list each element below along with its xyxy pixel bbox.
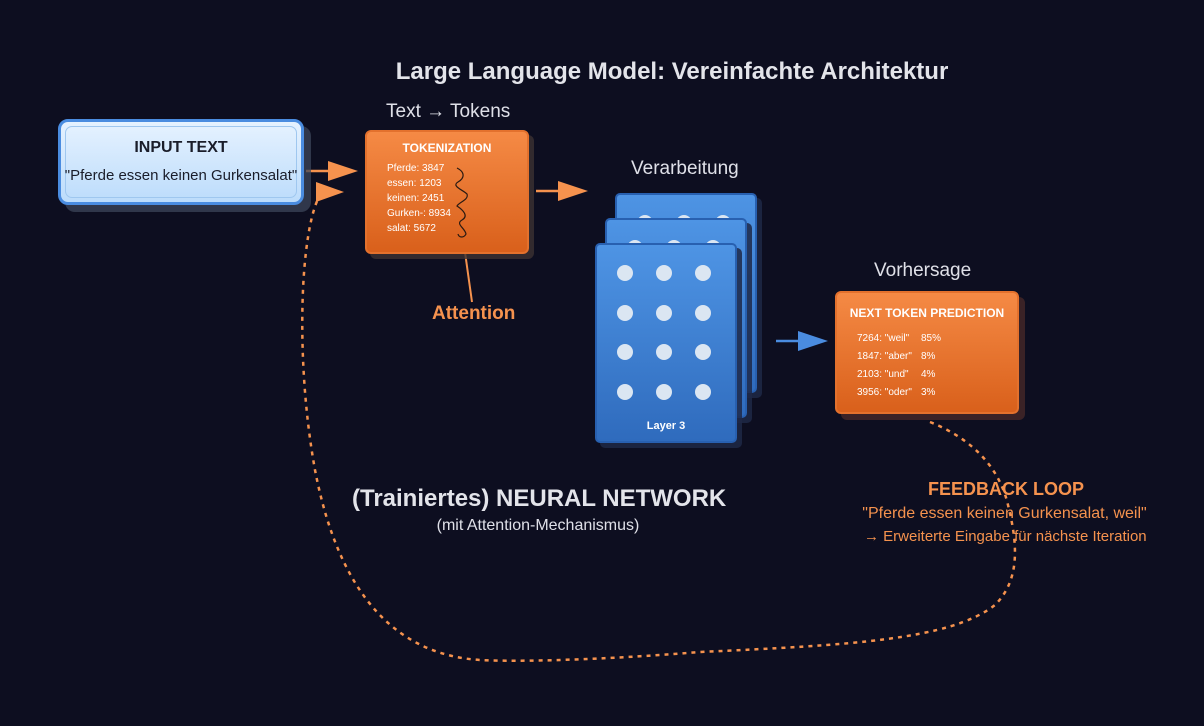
tokenization-title: TOKENIZATION [402,141,492,155]
prediction-token: 2103: "und" [857,369,909,380]
neuron-dot [617,305,633,321]
feedback-loop-path [301,194,1017,662]
network-title: (Trainiertes) NEURAL NETWORK [352,485,727,512]
neuron-dot [656,344,672,360]
prediction-probability: 4% [921,369,936,380]
neuron-dot [695,384,711,400]
neuron-dot [695,265,711,281]
network-subtitle: (mit Attention-Mechanismus) [436,517,640,534]
feedback-note: → Erweiterte Eingabe für nächste Iterati… [864,528,1147,545]
prediction-title: NEXT TOKEN PREDICTION [849,306,1005,320]
prediction-token: 7264: "weil" [857,333,910,344]
neuron-dot [617,265,633,281]
tokenization-section-label: Text → Tokens [386,101,511,122]
feedback-title: FEEDBACK LOOP [927,479,1084,499]
prediction-probability: 3% [921,387,936,398]
attention-label: Attention [432,303,516,324]
input-text-box: INPUT TEXT "Pferde essen keinen Gurkensa… [58,119,304,205]
prediction-box: NEXT TOKEN PREDICTION 7264: "weil" 85% 1… [835,291,1019,414]
neuron-dot [656,384,672,400]
neuron-dot [656,265,672,281]
feedback-text: "Pferde essen keinen Gurkensalat, weil" [862,505,1147,522]
neuron-dot [656,305,672,321]
neuron-dot [695,344,711,360]
tokenization-box: TOKENIZATION Pferde: 3847 essen: 1203 ke… [365,130,529,254]
prediction-token: 3956: "oder" [857,387,912,398]
layer-label: Layer 3 [646,420,686,432]
input-box-title: INPUT TEXT [134,139,228,156]
neuron-dot [617,344,633,360]
processing-section-label: Verarbeitung [631,158,739,179]
arrowhead-token-to-layers [558,181,588,201]
neuron-dot [695,305,711,321]
token-item: salat: 5672 [387,223,436,234]
token-item: keinen: 2451 [387,193,445,204]
arrowhead-input-to-token [328,161,358,181]
attention-squiggle [455,167,468,238]
neural-layer-front: Layer 3 [595,243,737,443]
prediction-probability: 85% [921,333,942,344]
input-box-text: "Pferde essen keinen Gurkensalat" [64,167,298,184]
diagram-title: Large Language Model: Vereinfachte Archi… [395,58,949,85]
prediction-probability: 8% [921,351,936,362]
token-item: Pferde: 3847 [387,163,445,174]
input-box-inner-border [65,126,297,198]
prediction-token: 1847: "aber" [857,351,912,362]
token-item: Gurken-: 8934 [387,208,451,219]
neuron-dot [617,384,633,400]
prediction-section-label: Vorhersage [874,260,972,281]
token-item: essen: 1203 [387,178,442,189]
arrowhead-layers-to-pred [798,331,828,351]
arrowhead-feedback [316,182,344,202]
